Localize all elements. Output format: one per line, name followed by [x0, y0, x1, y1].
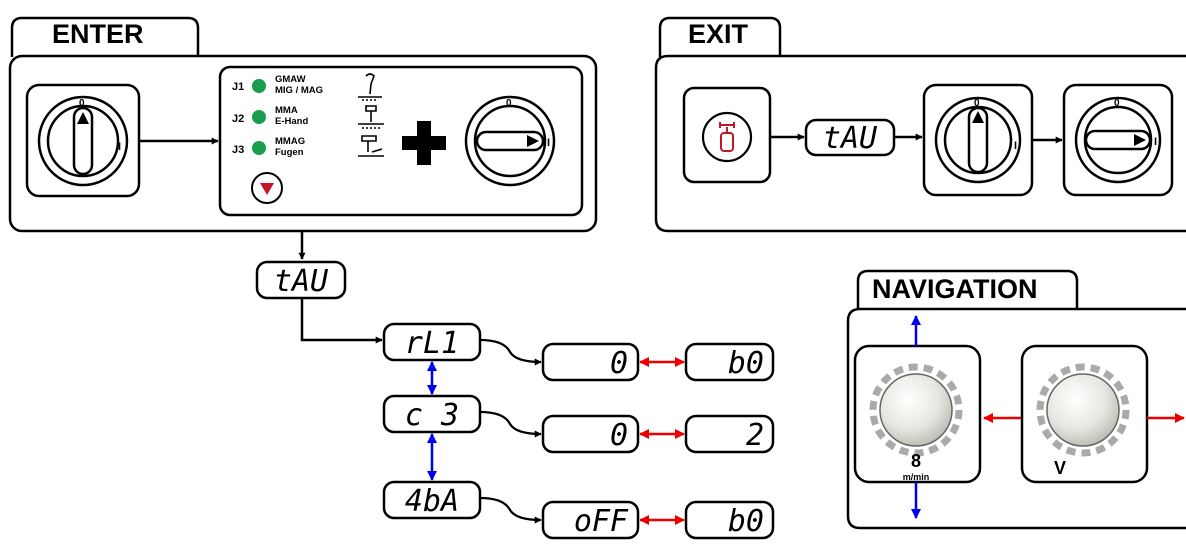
enter-title: ENTER — [52, 19, 144, 49]
menu-item-2-value-text: 0 — [610, 418, 628, 453]
mode-item-j2[interactable]: J2 MMA E-Hand — [232, 105, 308, 127]
menu-item-3-value: oFF — [541, 500, 640, 540]
root-display: tAU — [255, 260, 347, 300]
exit-title: EXIT — [688, 19, 749, 49]
wire-spool-icon: 8 — [911, 451, 921, 471]
menu-item-3-alt: b0 — [684, 500, 775, 540]
switch-zero-mark: 0 — [79, 98, 85, 109]
wire-speed-knob[interactable]: 8 m/min — [853, 344, 982, 484]
menu-item-2-alt-text: 2 — [746, 418, 764, 453]
triangle-down-icon — [260, 183, 274, 195]
menu-item-1-name: rL1 — [405, 326, 459, 361]
exit-switch-on-zero-mark: 0 — [1114, 98, 1120, 109]
exit-display: tAU — [804, 118, 896, 157]
menu-item-2-value: 0 — [541, 414, 640, 454]
exit-switch-zero-mark: 0 — [974, 98, 980, 109]
navigation-tab — [856, 269, 1079, 310]
exit-switch-one-mark: I — [1014, 140, 1017, 152]
mode-j1-line2: MIG / MAG — [275, 85, 323, 96]
electrode-icon — [358, 105, 384, 129]
mig-torch-icon — [358, 73, 382, 101]
led-label-j1: J1 — [232, 81, 244, 93]
item-2-connector — [479, 410, 542, 438]
navigation-section: NAVIGATION 8 m/min V — [846, 269, 1186, 530]
enter-tab — [10, 16, 200, 57]
knob-1-unit: m/min — [903, 472, 930, 482]
exit-switch-off[interactable]: 0 I — [922, 83, 1034, 197]
switch-on-zero-mark: 0 — [506, 98, 512, 109]
main-switch-on[interactable]: 0 I — [464, 95, 556, 187]
mode-item-j3[interactable]: J3 MMAG Fugen — [232, 136, 305, 158]
exit-panel — [654, 54, 1186, 233]
menu-item-1-alt: b0 — [684, 342, 775, 382]
led-j1-icon — [252, 79, 266, 93]
led-label-j2: J2 — [232, 113, 244, 125]
menu-item-1-value: 0 — [541, 342, 640, 382]
menu-item-3-name: 4bA — [405, 484, 459, 519]
menu-item-3-value-text: oFF — [574, 504, 629, 539]
menu-item-2-alt: 2 — [684, 414, 775, 454]
menu-item-1-alt-text: b0 — [728, 346, 764, 381]
mode-j1-line1: GMAW — [275, 74, 306, 85]
knob-2-unit: V — [1054, 458, 1066, 478]
mode-j3-line2: Fugen — [275, 147, 304, 158]
flow-arrow-to-items — [300, 298, 383, 344]
gouging-icon — [358, 135, 384, 157]
navigation-title: NAVIGATION — [872, 274, 1038, 304]
menu-item-3-alt-text: b0 — [728, 504, 764, 539]
menu-flow: tAU rL1 0 b0 c 3 0 — [255, 231, 775, 540]
led-j3-icon — [252, 141, 266, 155]
mode-list: J1 GMAW MIG / MAG J2 MMA E-Hand J3 MMAG … — [232, 74, 323, 158]
mode-j2-line2: E-Hand — [275, 116, 308, 127]
led-j2-icon — [252, 110, 266, 124]
menu-item-3[interactable]: 4bA — [382, 480, 482, 520]
mode-j2-line1: MMA — [275, 105, 298, 116]
mode-select-button[interactable] — [251, 172, 283, 204]
switch-on-one-mark: I — [547, 137, 550, 149]
root-display-text: tAU — [274, 264, 329, 299]
gas-test-button[interactable] — [682, 86, 772, 184]
exit-section: EXIT tAU 0 I — [654, 16, 1186, 233]
enter-section: ENTER 0 I J1 GMAW MIG / MAG J2 — [8, 16, 598, 233]
switch-one-mark: I — [118, 141, 121, 153]
menu-item-2[interactable]: c 3 — [382, 394, 482, 434]
menu-item-1-value-text: 0 — [610, 346, 628, 381]
knob-2-scale — [1036, 363, 1130, 457]
menu-item-2-name: c 3 — [405, 398, 459, 433]
main-switch-off[interactable]: 0 I — [25, 83, 141, 198]
exit-switch-on-one-mark: I — [1154, 136, 1157, 148]
menu-item-1[interactable]: rL1 — [382, 322, 482, 362]
item-1-connector — [479, 338, 542, 366]
exit-display-text: tAU — [823, 121, 878, 156]
knob-1-scale — [869, 363, 963, 457]
gas-cylinder-icon — [719, 122, 735, 152]
exit-switch-on[interactable]: 0 I — [1062, 83, 1174, 197]
plus-icon — [402, 121, 446, 165]
mode-j3-line1: MMAG — [275, 136, 305, 147]
led-label-j3: J3 — [232, 144, 244, 156]
exit-tab — [658, 16, 782, 57]
voltage-knob[interactable]: V — [1020, 344, 1149, 484]
mode-item-j1[interactable]: J1 GMAW MIG / MAG — [232, 74, 323, 96]
item-3-connector — [479, 496, 542, 524]
